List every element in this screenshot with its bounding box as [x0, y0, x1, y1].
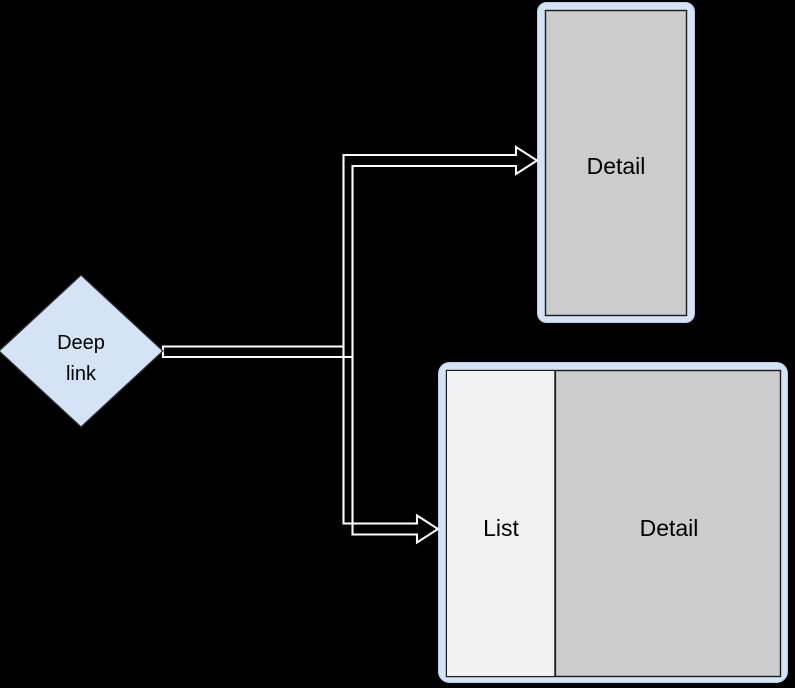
detail-screen-label: Detail: [587, 153, 646, 179]
deep-link-label-line2: link: [66, 363, 97, 385]
detail-screen-panel: [544, 9, 688, 317]
node-detail-screen[interactable]: Detail: [537, 2, 695, 323]
connector-deep-link-to-detail-path: [161, 145, 539, 359]
detail-pane-label: Detail: [640, 515, 699, 541]
deep-link-label-line1: Deep: [57, 332, 105, 354]
connector-deep-link-to-list-detail[interactable]: [161, 345, 440, 545]
node-list-detail-screen[interactable]: List Detail: [438, 362, 788, 683]
node-deep-link[interactable]: Deep link: [0, 274, 164, 428]
connector-deep-link-to-detail[interactable]: [161, 145, 539, 359]
deep-link-diamond: [0, 274, 164, 428]
list-pane-label: List: [483, 515, 519, 541]
connector-deep-link-to-list-detail-path: [161, 345, 440, 545]
list-pane: [447, 371, 555, 676]
